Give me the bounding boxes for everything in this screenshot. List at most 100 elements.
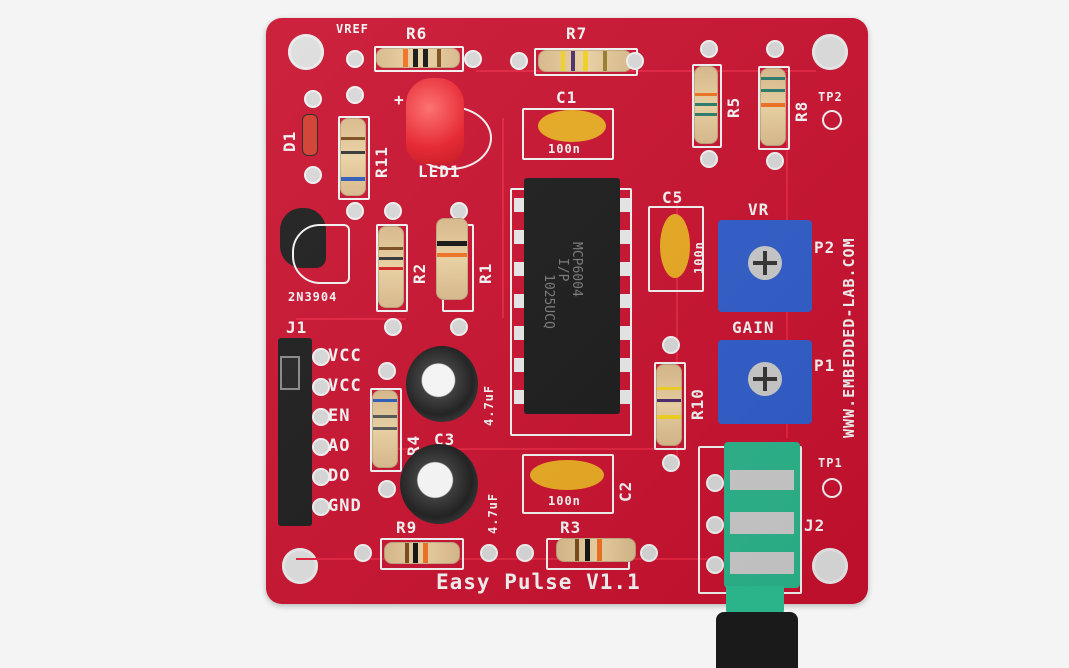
ic-part-marking: MCP6004 (569, 242, 584, 297)
vr-label: VR (748, 200, 770, 219)
test-point-tp1[interactable] (822, 478, 842, 498)
ic-marking-1: I/P (555, 258, 570, 282)
trace (296, 318, 406, 320)
d1-pad (304, 90, 322, 108)
r8-label: R8 (792, 100, 811, 122)
j2-pin-pad (706, 474, 724, 492)
q1-outline (292, 224, 350, 284)
header-pin-ao: AO (328, 436, 351, 456)
resistor-r7 (538, 50, 632, 72)
mounting-hole-bottom-left (282, 548, 318, 584)
j1-pin-pad (312, 438, 330, 456)
r4-pad (378, 362, 396, 380)
r9-pad (354, 544, 372, 562)
diode-d1 (302, 114, 318, 156)
j2-label: J2 (804, 516, 826, 535)
r7-pad (510, 52, 528, 70)
resistor-r1 (436, 218, 468, 300)
r2-pad (384, 318, 402, 336)
r9-pad (480, 544, 498, 562)
r10-outline (654, 362, 686, 450)
r3-label: R3 (560, 518, 582, 537)
r1-pad (450, 318, 468, 336)
r6-outline (374, 46, 464, 72)
c2-value: 100n (548, 494, 581, 508)
r5-pad (700, 150, 718, 168)
r5-pad (700, 40, 718, 58)
header-pin-vcc: VCC (328, 346, 362, 366)
q1-label: 2N3904 (288, 290, 338, 304)
resistor-r8 (760, 68, 786, 146)
r6-pad (464, 50, 482, 68)
jack-collar (726, 586, 784, 616)
ceramic-capacitor-c2 (530, 460, 604, 490)
electrolytic-capacitor-c3 (400, 444, 478, 524)
resistor-r4 (372, 390, 398, 468)
r8-outline (758, 66, 790, 150)
potentiometer-p2-vr[interactable] (718, 220, 812, 312)
r9-outline (380, 538, 464, 570)
r4-pad (378, 480, 396, 498)
mounting-hole-top-left (288, 34, 324, 70)
r3-pad (640, 544, 658, 562)
r8-pad (766, 40, 784, 58)
gain-label: GAIN (732, 318, 775, 337)
header-pin-en: EN (328, 406, 351, 426)
ic-mcp6004: MCP6004 I/P 1025UCQ (524, 178, 620, 414)
r5-label: R5 (724, 96, 743, 118)
header-pin-gnd: GND (328, 496, 362, 516)
led1-label: LED1 (418, 162, 461, 181)
c2-outline (522, 454, 614, 514)
resistor-r2 (378, 226, 404, 308)
c5-outline (648, 206, 704, 292)
d1-label: D1 (280, 130, 299, 152)
resistor-r10 (656, 364, 682, 446)
r10-pad (662, 336, 680, 354)
mounting-hole-bottom-right (812, 548, 848, 584)
resistor-r5 (694, 66, 718, 144)
r4-outline (370, 388, 402, 472)
d1-pad (304, 166, 322, 184)
trace (476, 70, 816, 72)
c5-label: C5 (662, 188, 684, 207)
header-pin-vcc: VCC (328, 376, 362, 396)
potentiometer-p1-gain[interactable] (718, 340, 812, 424)
ceramic-capacitor-c5 (660, 214, 690, 278)
red-led (406, 78, 464, 164)
vref-pad (346, 50, 364, 68)
resistor-r11 (340, 118, 366, 196)
r10-pad (662, 454, 680, 472)
audio-plug-cable[interactable] (716, 612, 798, 668)
r11-label: R11 (372, 146, 391, 178)
pcb-board: VREF R6 R7 + LED1 C1 100n R5 (266, 18, 868, 604)
pot-adjust-screw-icon[interactable] (748, 362, 782, 396)
pot-adjust-screw-icon[interactable] (748, 246, 782, 280)
c3-value: 4.7uF (486, 492, 500, 534)
j1-pin-pad (312, 348, 330, 366)
led1-plus-label: + (394, 90, 405, 109)
ceramic-capacitor-c1 (538, 110, 606, 142)
r10-label: R10 (688, 388, 707, 420)
resistor-r9 (384, 542, 460, 564)
c4-value: 4.7uF (482, 384, 496, 426)
j1-label: J1 (286, 318, 308, 337)
r9-label: R9 (396, 518, 418, 537)
c1-value: 100n (548, 142, 581, 156)
resistor-r3 (556, 538, 636, 562)
c1-label: C1 (556, 88, 578, 107)
test-point-tp2[interactable] (822, 110, 842, 130)
r6-label: R6 (406, 24, 428, 43)
trace (296, 558, 716, 560)
c5-value: 100n (692, 241, 706, 274)
jumper-icon[interactable] (280, 356, 300, 390)
tp2-label: TP2 (818, 90, 843, 104)
r7-pad (626, 52, 644, 70)
r5-outline (692, 64, 722, 148)
r11-pad (346, 86, 364, 104)
j1-pin-pad (312, 408, 330, 426)
r2-outline (376, 224, 408, 312)
r8-pad (766, 152, 784, 170)
audio-jack-j2[interactable] (724, 442, 800, 588)
p1-label: P1 (814, 356, 836, 375)
c1-outline (522, 108, 614, 160)
